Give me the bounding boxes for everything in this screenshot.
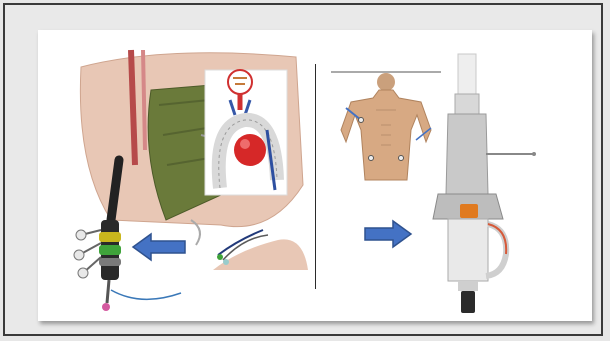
slide-canvas	[38, 30, 592, 321]
stent-graft-delivery-system-icon	[428, 54, 538, 319]
panel-divider	[315, 64, 316, 289]
aortic-arch-stent-inset	[205, 70, 287, 195]
groin-access-inset	[208, 210, 308, 280]
outer-frame	[3, 3, 603, 336]
human-torso-access-sites	[331, 70, 441, 180]
left-arrow-icon	[131, 233, 187, 261]
right-arrow-icon	[363, 220, 413, 248]
